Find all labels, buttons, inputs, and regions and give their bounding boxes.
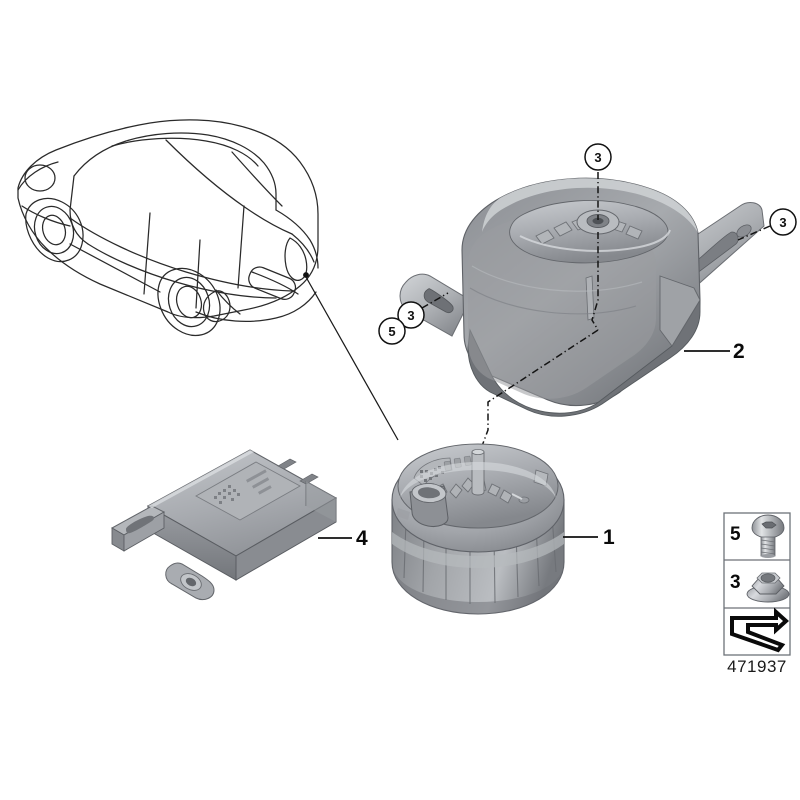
callout-3-left: 3	[397, 292, 449, 329]
fastener-legend: 5 3	[723, 512, 791, 656]
part-label-2: 2	[733, 340, 745, 363]
drawing-number: 471937	[727, 657, 787, 676]
part-label-1: 1	[603, 526, 615, 549]
legend-row-3-number: 3	[730, 572, 741, 593]
part-number-leaders	[318, 350, 730, 539]
vehicle-mount-point	[303, 272, 309, 278]
vehicle-outline	[17, 119, 319, 337]
bent-arrow-icon	[730, 607, 789, 653]
callout-3-left-label: 3	[407, 308, 414, 323]
alarm-siren-unit	[391, 443, 565, 615]
callout-5: 5	[378, 317, 406, 345]
leader-vehicle-to-siren	[305, 276, 399, 441]
siren-mounting-bracket	[399, 177, 765, 417]
callout-3-right-label: 3	[779, 215, 786, 230]
callout-3-right: 3	[737, 208, 797, 241]
tilt-alarm-sensor-module	[110, 449, 338, 601]
assembly-axis-upper	[591, 232, 599, 331]
callout-3-top: 3	[584, 143, 612, 220]
assembly-axis-lower	[481, 329, 599, 447]
flange-nut-icon	[746, 572, 790, 603]
legend-row-5-number: 5	[730, 524, 741, 545]
callout-5-label: 5	[388, 324, 395, 339]
part-label-4: 4	[356, 527, 368, 550]
button-head-screw-icon	[751, 514, 785, 558]
callout-3-top-label: 3	[594, 150, 601, 165]
